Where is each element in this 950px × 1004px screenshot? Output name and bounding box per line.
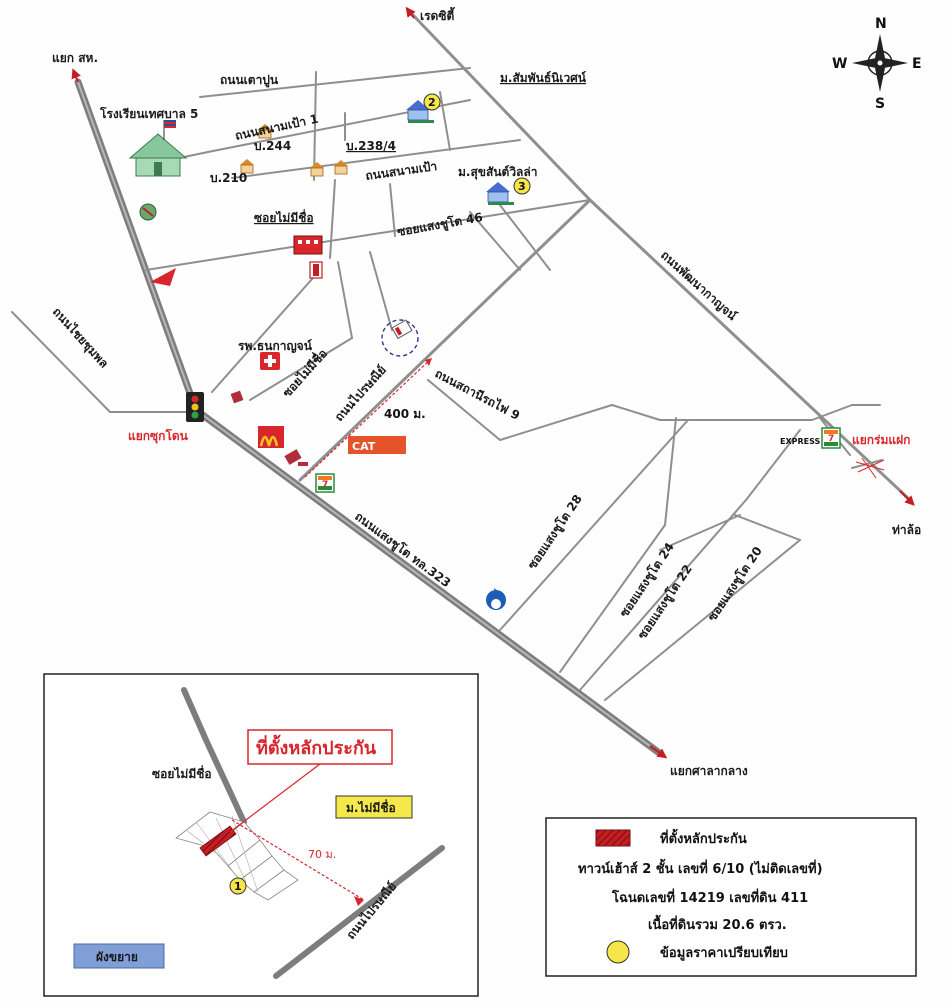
- highway-323: [192, 406, 668, 759]
- label-soi-46: ซอยแสงชูโต 46: [396, 209, 484, 240]
- svg-text:S: S: [875, 96, 885, 112]
- svg-text:E: E: [912, 56, 922, 72]
- label-rom-fak: แยกร่มแฝก: [852, 433, 910, 447]
- distance-400-line: [304, 357, 433, 478]
- label-m-suksan: ม.สุขสันต์วิลล่า: [458, 165, 538, 180]
- legend-line2: ทาวน์เฮ้าส์ 2 ชั้น เลขที่ 6/10 (ไม่ติดเล…: [578, 858, 823, 877]
- inset-collateral-plot: [199, 825, 237, 857]
- building-icon: [293, 235, 323, 279]
- label-red-city: เรดซิตี้: [420, 6, 455, 23]
- legend-line1: ที่ตั้งหลักประกัน: [660, 828, 747, 847]
- road-sanam-pao: [231, 139, 521, 179]
- label-thao-pun: ถนนเตาปูน: [220, 73, 279, 88]
- village-suksan-icon: [486, 182, 514, 205]
- inset-expand-label: ผังขยาย: [96, 950, 138, 964]
- marker-2: 2: [423, 93, 441, 111]
- road-soi-28: [499, 419, 689, 631]
- school-icon: [128, 120, 188, 177]
- label-soi-28: ซอยแสงชูโต 28: [524, 492, 586, 573]
- inset-callout-text: ที่ตั้งหลักประกัน: [256, 734, 377, 759]
- village-samphan-icon: [406, 100, 434, 123]
- label-express: EXPRESS: [780, 437, 821, 446]
- label-b238: บ.238/4: [346, 139, 396, 153]
- road-prai-ngam: [298, 198, 592, 482]
- inset-map: ที่ตั้งหลักประกัน ซอยไม่มีชื่อ ม.ไม่มีชื…: [43, 673, 479, 997]
- svg-text:2: 2: [428, 96, 436, 109]
- legend-line3: โฉนดเลขที่ 14219 เลขที่ดิน 411: [611, 888, 808, 906]
- collateral-circle: [381, 319, 419, 357]
- house-244-icon: [258, 124, 272, 139]
- house-238-icon: [310, 160, 348, 177]
- inset-soi-label: ซอยไม่มีชื่อ: [152, 765, 212, 781]
- label-hospital: รพ.ธนกาญจน์: [238, 339, 313, 353]
- road-red-city: [405, 6, 592, 202]
- legend-marker-swatch: [606, 940, 630, 964]
- label-soi-mai-mi-chue-top: ซอยไม่มีชื่อ: [254, 209, 314, 225]
- label-yaek-soho: แยก สห.: [52, 51, 98, 65]
- svg-text:N: N: [875, 16, 887, 32]
- traffic-light-icon: [186, 392, 204, 422]
- label-b210: บ.210: [210, 171, 247, 185]
- label-sala-klang: แยกศาลากลาง: [670, 764, 748, 778]
- label-prai-ngam: ถนนไปรษณีย์: [331, 362, 389, 424]
- svg-text:7: 7: [828, 434, 834, 444]
- svg-text:W: W: [832, 56, 847, 72]
- label-phatthana-kanchan: ถนนพัฒนากาญจน์: [658, 248, 740, 324]
- seven-express-icon: 7: [821, 427, 841, 449]
- road-soi-mid: [211, 269, 321, 393]
- mcdonalds-icon: [258, 426, 284, 448]
- label-b244: บ.244: [254, 139, 291, 153]
- label-chai-chumphon: ถนนไชยชุมพล: [49, 304, 112, 371]
- legend-collateral-swatch: [595, 829, 631, 847]
- legend-box: ที่ตั้งหลักประกัน ทาวน์เฮ้าส์ 2 ชั้น เลข…: [545, 817, 917, 977]
- label-tha-lo: ท่าล้อ: [892, 523, 921, 537]
- inset-distance-label: 70 ม.: [308, 848, 336, 861]
- svg-text:1: 1: [234, 880, 242, 893]
- gas-icon: [284, 449, 308, 466]
- label-400m: 400 ม.: [384, 407, 426, 421]
- hospital-icon: [260, 352, 280, 370]
- legend-line5: ข้อมูลราคาเปรียบเทียบ: [660, 945, 788, 961]
- rail-crossing-icon: [855, 457, 885, 479]
- label-soi-20: ซอยแสงชูโต 20: [704, 544, 766, 625]
- compass-icon: N S E W: [832, 16, 922, 112]
- ptt-icon: [486, 588, 506, 610]
- house-210-icon: [240, 159, 254, 174]
- marker-3: 3: [513, 177, 531, 195]
- svg-text:7: 7: [322, 480, 328, 490]
- label-soi-mai-mi-chue-mid: ซอยไม่มีชื่อ: [278, 345, 330, 400]
- label-saeng-chuto-323: ถนนแสงชูโต ทล.323: [352, 508, 454, 591]
- label-chuk-don: แยกซุกโดน: [128, 428, 189, 444]
- inset-marker-1: [229, 877, 247, 895]
- honda-icon: [150, 268, 176, 286]
- svg-text:3: 3: [518, 180, 526, 193]
- label-sanam-pao: ถนนสนามเป้า: [364, 159, 438, 183]
- road-soi-46: [145, 199, 591, 271]
- cat-logo: CAT: [348, 436, 406, 454]
- road-phatthana-kanchan: [588, 198, 915, 506]
- legend-line4: เนื้อที่ดินรวม 20.6 ตรว.: [648, 914, 787, 933]
- label-school: โรงเรียนเทศบาล 5: [99, 106, 198, 121]
- road-thao-pun: [199, 67, 471, 98]
- inset-village-label: ม.ไม่มีชื่อ: [346, 799, 396, 815]
- label-m-samphan: ม.สัมพันธ์นิเวศน์: [500, 71, 587, 85]
- road-chai-chumphon: [11, 311, 111, 413]
- svg-text:CAT: CAT: [352, 440, 376, 453]
- highway-west: [71, 68, 200, 414]
- shop-icon: [230, 390, 244, 404]
- seven-eleven-icon: 7: [315, 473, 335, 493]
